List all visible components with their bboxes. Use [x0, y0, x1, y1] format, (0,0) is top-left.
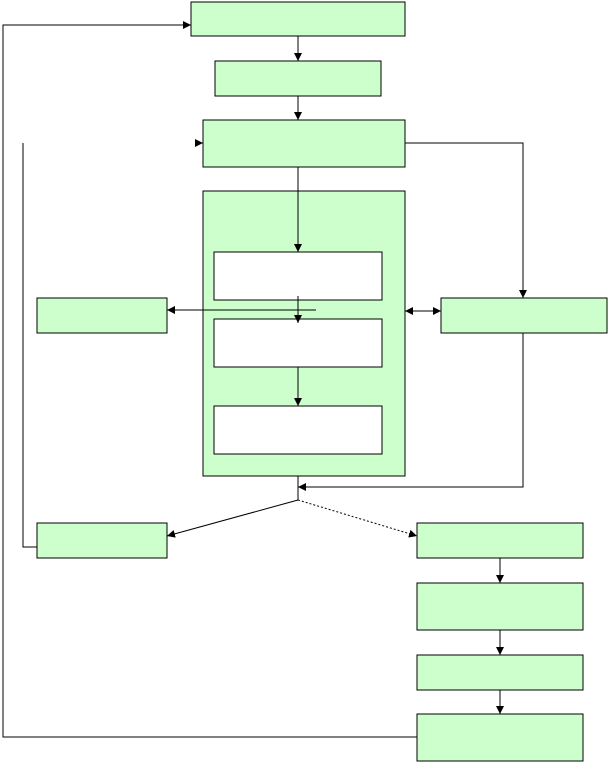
inner-box-2: [213, 318, 383, 368]
feedback-right-4-to-top: [2, 21, 417, 738]
right-box-4: [416, 713, 584, 762]
arrow-right-middle-to-junction: [298, 333, 524, 491]
feedback-left-lower-to-third: [22, 143, 37, 548]
dotted-arrow-junction-to-right-1: [297, 499, 418, 538]
right-box-3: [416, 654, 584, 691]
right-middle-box: [440, 297, 608, 334]
inner-box-1: [213, 251, 383, 301]
box-third: [202, 119, 406, 168]
right-box-2: [416, 582, 584, 631]
box-top: [190, 1, 406, 37]
arrow-third-to-right-middle: [405, 142, 527, 298]
inner-box-3: [213, 405, 383, 455]
right-box-1: [416, 522, 584, 559]
left-middle-box: [36, 297, 168, 334]
arrow-junction-to-left-lower: [166, 499, 299, 538]
left-lower-box: [36, 522, 168, 559]
box-second: [214, 60, 382, 97]
